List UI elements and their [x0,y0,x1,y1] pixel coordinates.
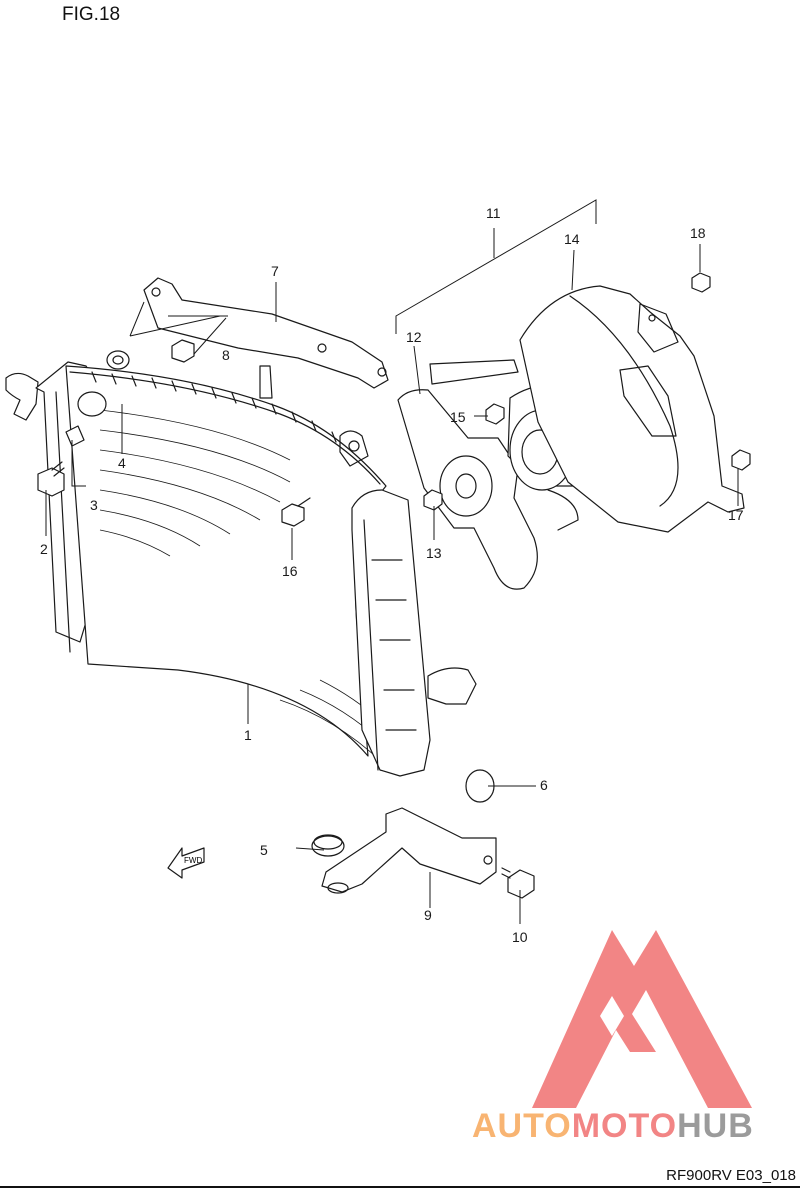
fan-shroud [519,285,745,533]
callout-17: 17 [728,507,744,523]
callout-10: 10 [512,929,528,945]
callout-12: 12 [406,329,422,345]
svg-text:AUTOMOTOHUB: AUTOMOTOHUB [472,1107,754,1145]
fwd-label: FWD [184,856,202,865]
callout-18: 18 [690,225,706,241]
callout-6: 6 [540,777,548,793]
nut-18 [691,272,711,293]
logo-text-auto: AUTO [472,1107,572,1145]
callout-2: 2 [40,541,48,557]
callout-11: 11 [486,205,501,221]
grommet-5 [311,834,345,857]
callout-8: 8 [222,347,230,363]
bolt-15 [485,403,505,425]
bolt-17 [731,449,751,471]
callout-numbers: 1 2 3 4 5 6 7 8 9 10 11 12 13 14 15 16 1… [40,205,744,945]
callout-4: 4 [118,455,126,471]
bolt-2 [37,461,65,497]
figure-code: RF900RV E03_018 [666,1167,796,1184]
logo-text-moto: MOTO [572,1107,677,1145]
logo-text-hub: HUB [677,1107,754,1145]
bolt-16 [281,497,311,527]
callout-7: 7 [271,263,279,279]
callout-15: 15 [450,409,466,425]
automotohub-logo: AUTOMOTOHUB [472,930,754,1145]
radiator [5,350,477,777]
logo-triangle-icon [532,930,752,1108]
bolt-13 [423,489,443,511]
leader-lines [45,199,739,924]
bolt-10 [501,867,535,899]
callout-9: 9 [424,907,432,923]
fan-blade [397,359,538,590]
bracket-7 [143,277,389,389]
forward-arrow-icon: FWD [167,847,205,879]
callout-5: 5 [260,842,268,858]
bracket-9 [321,807,497,894]
callout-3: 3 [90,497,98,513]
bottom-rule [0,1186,800,1188]
callout-13: 13 [426,545,442,561]
callout-1: 1 [244,727,252,743]
callout-14: 14 [564,231,580,247]
callout-16: 16 [282,563,298,579]
bolt-8 [171,339,195,363]
figure-title: FIG.18 [62,4,121,25]
